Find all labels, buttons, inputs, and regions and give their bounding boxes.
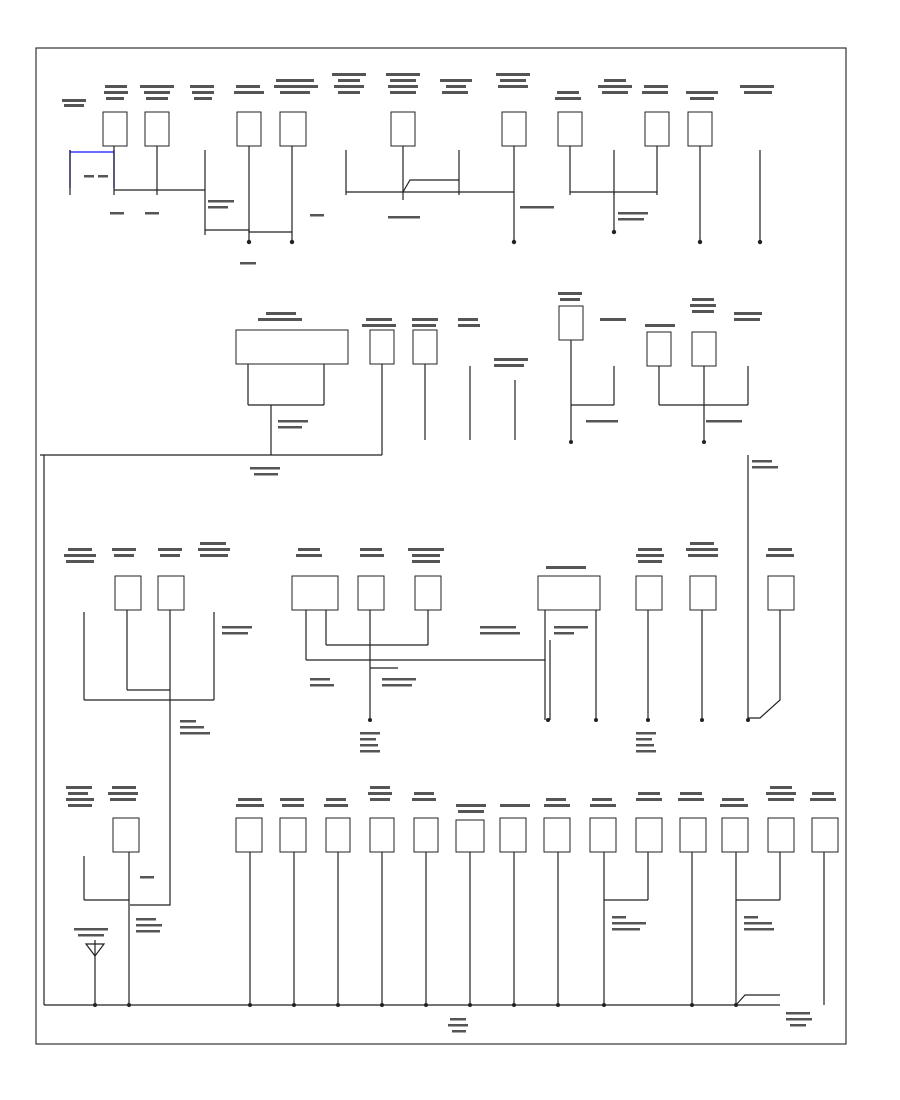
ground-point [368, 718, 372, 722]
component-box [413, 817, 439, 853]
component-box [767, 575, 795, 611]
row-2-components [40, 292, 778, 500]
component-box [357, 575, 385, 611]
component-box [279, 817, 307, 853]
ground-point [512, 1003, 516, 1007]
component-box [691, 331, 717, 367]
ground-point [248, 1003, 252, 1007]
component-box [455, 819, 485, 853]
component-box [558, 305, 584, 341]
ground-point [757, 239, 763, 245]
component-box [144, 111, 170, 147]
component-box [589, 817, 617, 853]
ground-point [746, 718, 750, 722]
ground-point [700, 718, 704, 722]
component-box [279, 111, 307, 147]
component-box [235, 329, 349, 365]
row-4-components [43, 455, 839, 1033]
component-box [537, 575, 601, 611]
diagram-frame [35, 47, 847, 1045]
ground-point [546, 718, 550, 722]
ground-point [468, 1003, 472, 1007]
component-box [501, 111, 527, 147]
ground-point [511, 239, 517, 245]
component-box [543, 817, 571, 853]
component-box [414, 575, 442, 611]
ground-point [569, 440, 573, 444]
ground-point [594, 718, 598, 722]
component-box [689, 575, 717, 611]
ground-point [690, 1003, 694, 1007]
ground-point [127, 1003, 131, 1007]
component-box [499, 817, 527, 853]
component-box [112, 817, 140, 853]
row-1-components [62, 73, 774, 265]
component-box [811, 817, 839, 853]
ground-point [289, 239, 295, 245]
component-box [157, 575, 185, 611]
ground-point [602, 1003, 606, 1007]
ground-point [702, 440, 706, 444]
ground-point [292, 1003, 296, 1007]
ground-point [380, 1003, 384, 1007]
ground-point [424, 1003, 428, 1007]
component-box [390, 111, 416, 147]
row-3-components [64, 500, 795, 906]
component-box [635, 817, 663, 853]
component-box [236, 111, 262, 147]
component-box [721, 817, 749, 853]
component-box [412, 329, 438, 365]
component-box [644, 111, 670, 147]
component-box [369, 817, 395, 853]
ground-point [556, 1003, 560, 1007]
component-box [687, 111, 713, 147]
ground-point [93, 1003, 97, 1007]
component-box [767, 817, 795, 853]
ground-point [734, 1003, 738, 1007]
component-box [646, 331, 672, 367]
component-box [291, 575, 339, 611]
ground-point [646, 718, 650, 722]
component-box [325, 817, 351, 853]
component-box [557, 111, 583, 147]
component-box [235, 817, 263, 853]
ground-point [336, 1003, 340, 1007]
component-box [679, 817, 707, 853]
component-box [102, 111, 128, 147]
ground-point [246, 239, 252, 245]
ground-point [611, 229, 617, 235]
component-box [635, 575, 663, 611]
ground-point [697, 239, 703, 245]
highlighted-wire [69, 150, 115, 188]
component-box [369, 329, 395, 365]
component-box [114, 575, 142, 611]
